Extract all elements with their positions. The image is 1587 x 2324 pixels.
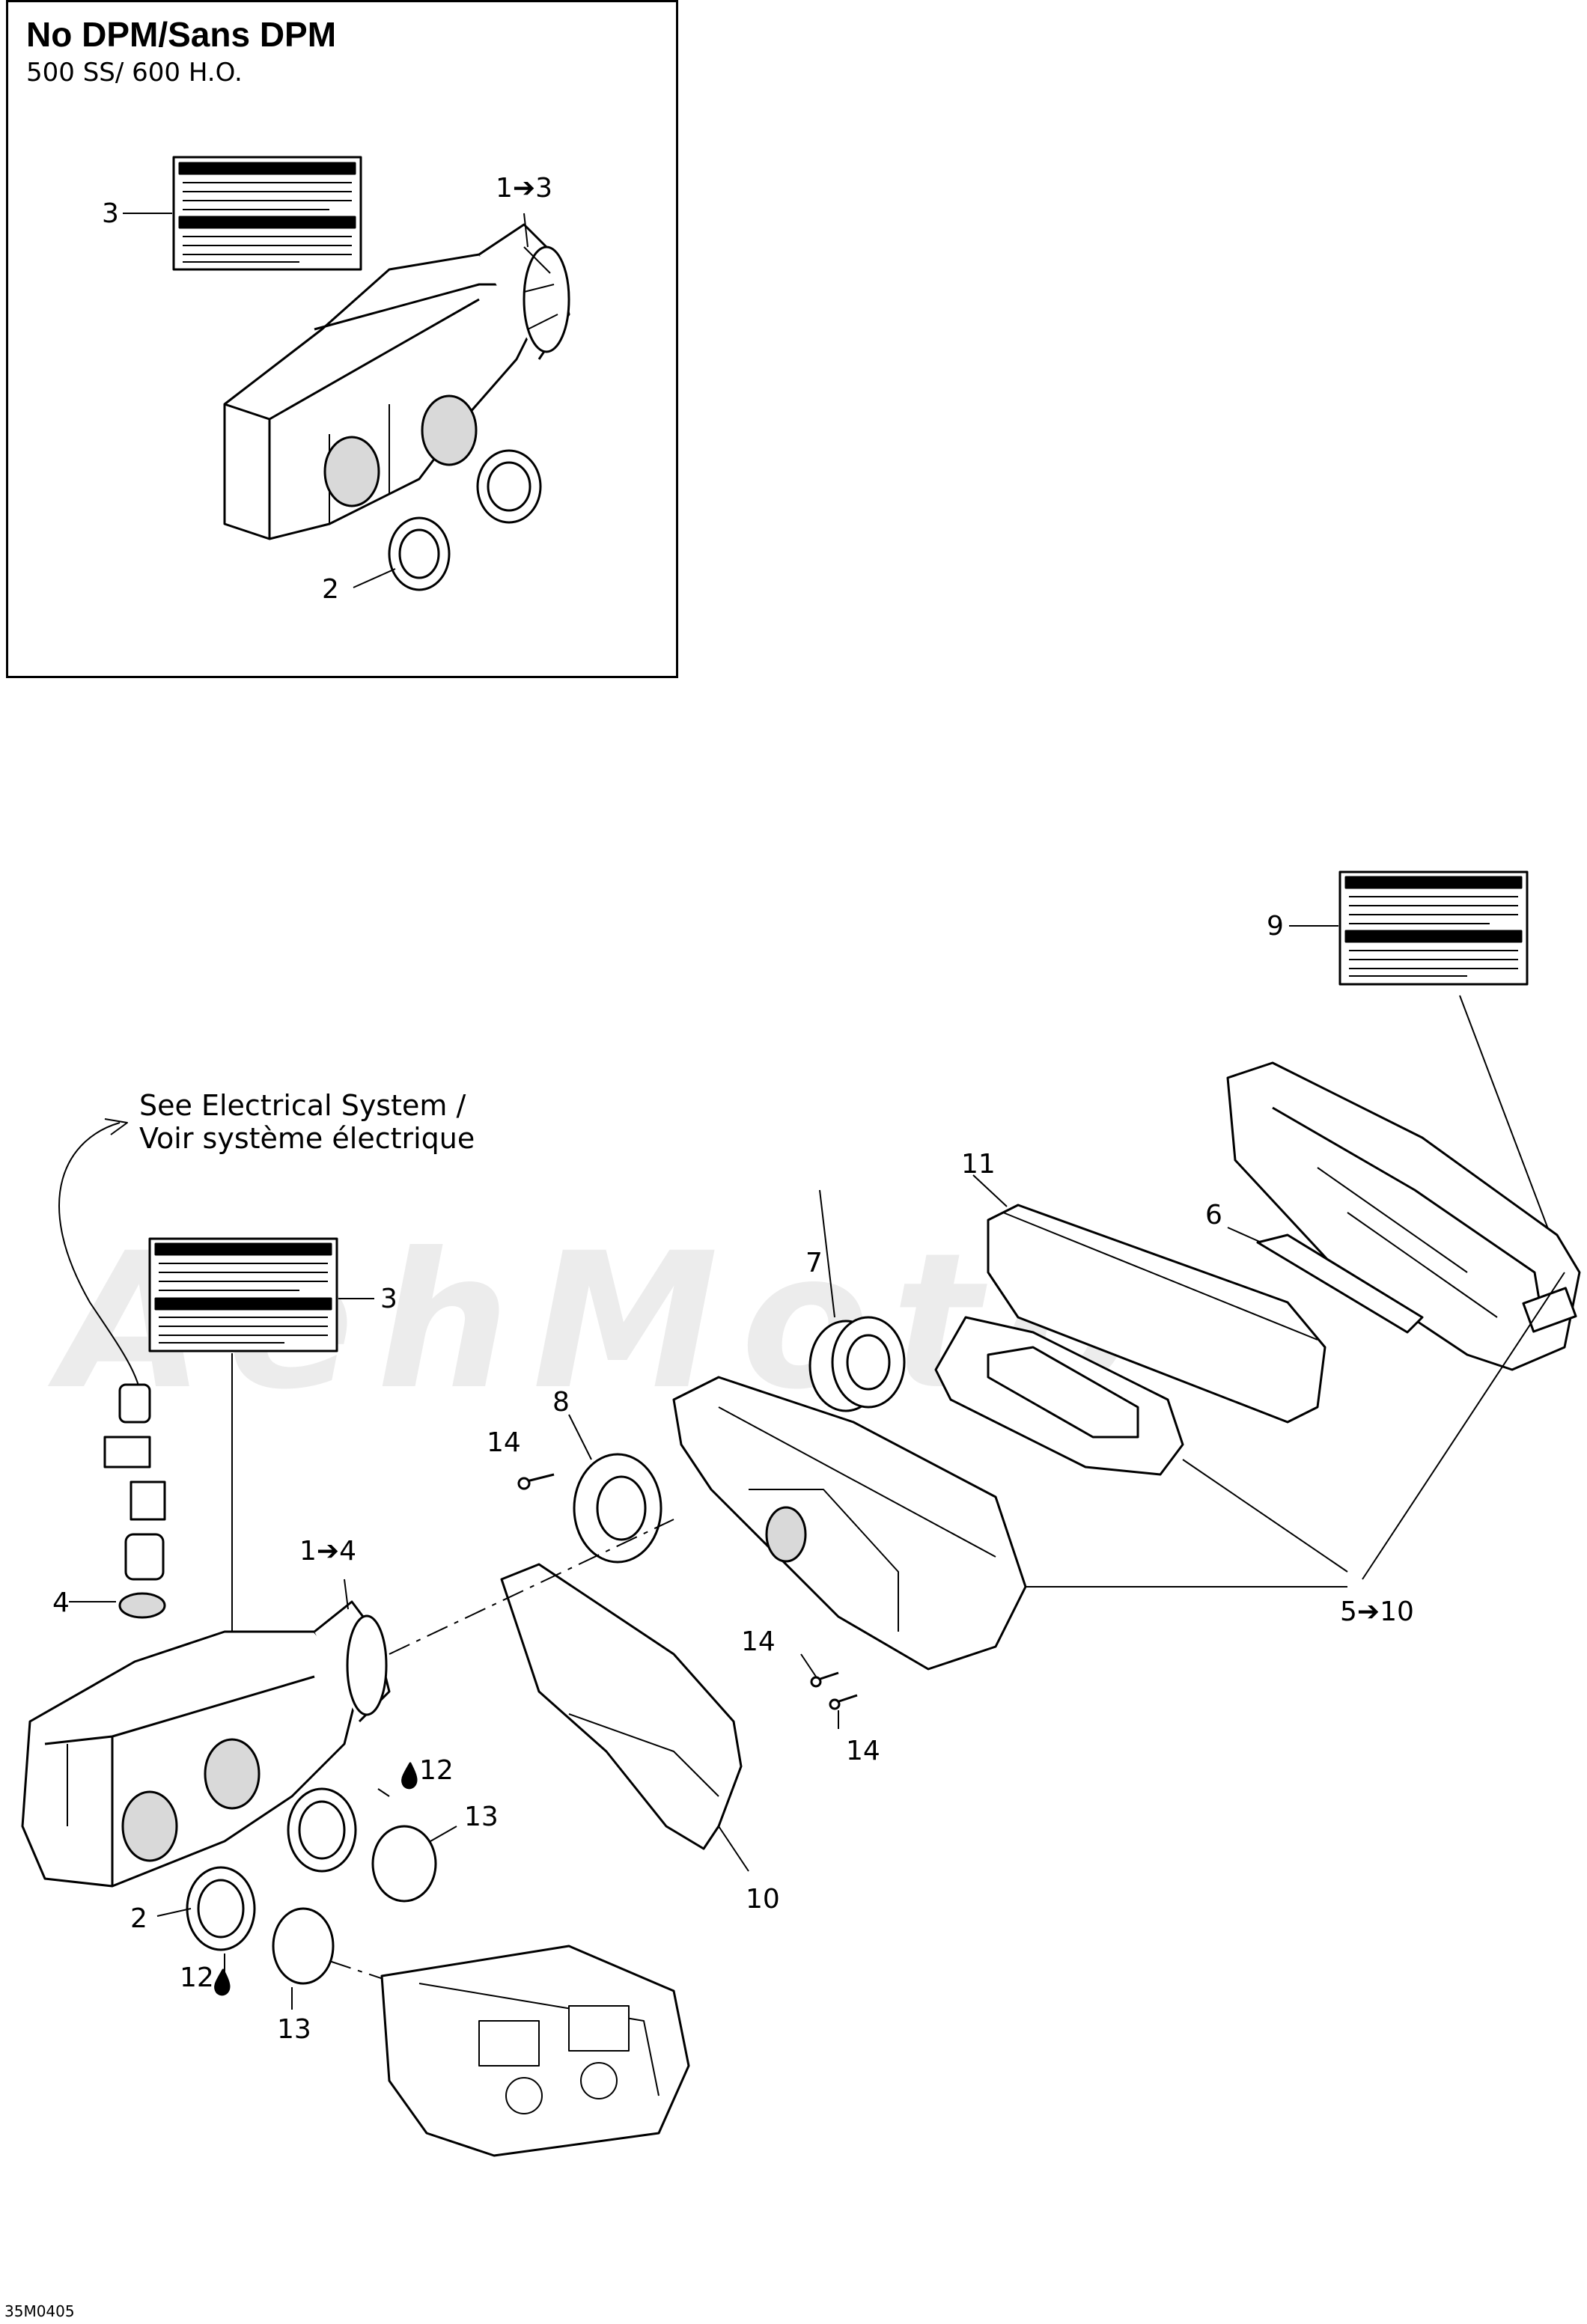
- callout-14-mid: 14: [741, 1626, 776, 1657]
- sleeves-and-clamps: [156, 1787, 457, 2010]
- callout-13-top: 13: [464, 1802, 499, 1832]
- callout-12-bottom: 12: [180, 1962, 214, 1993]
- diagram-code: 35M0405: [4, 2302, 75, 2320]
- leader-electrical: [58, 1122, 143, 1408]
- part-8-ring: [568, 1414, 662, 1564]
- caution-decal-9: [1289, 870, 1565, 1273]
- note-line-1: See Electrical System /: [139, 1089, 466, 1122]
- oil-drop-icon: [401, 1762, 418, 1790]
- callout-12-top: 12: [419, 1755, 454, 1786]
- silencer-cover: [1226, 1061, 1581, 1580]
- silencer-base: [672, 1376, 1347, 1671]
- inset-title: No DPM/Sans DPM: [26, 15, 337, 54]
- callout-11: 11: [961, 1149, 996, 1180]
- inset-sleeves: [353, 449, 542, 591]
- callout-4: 4: [52, 1588, 70, 1618]
- callout-14-right: 14: [846, 1736, 880, 1766]
- screws-14: [517, 1473, 858, 1729]
- part-7-cap: [808, 1189, 906, 1412]
- oil-drop-icon: [214, 1968, 231, 1996]
- electrical-system-note: See Electrical System / Voir système éle…: [139, 1089, 475, 1155]
- inset-callout-1to3: 1➔3: [496, 173, 552, 204]
- callout-5to10: 5➔10: [1340, 1596, 1414, 1627]
- part-6-strip: [1227, 1227, 1424, 1334]
- callout-2: 2: [130, 1903, 147, 1934]
- inset-caution-decal: [123, 156, 362, 271]
- sensor-assembly: [69, 1383, 166, 1619]
- callout-3: 3: [380, 1284, 397, 1314]
- part-11-foam: [972, 1174, 1326, 1424]
- arrow-icon: [104, 1118, 128, 1135]
- callout-8: 8: [552, 1387, 570, 1418]
- callout-14-left: 14: [487, 1427, 521, 1458]
- inset-panel: No DPM/Sans DPM 500 SS/ 600 H.O.: [6, 0, 678, 678]
- caution-decal-3: [148, 1237, 374, 1721]
- grill-plate: [934, 1316, 1348, 1573]
- inset-airbox: [223, 213, 570, 540]
- callout-1to4: 1➔4: [299, 1536, 356, 1567]
- callout-13-bottom: 13: [277, 2014, 311, 2045]
- callout-9: 9: [1267, 911, 1284, 942]
- callout-10: 10: [746, 1884, 780, 1915]
- note-line-2: Voir système électrique: [139, 1122, 475, 1155]
- inset-callout-2: 2: [322, 574, 339, 605]
- callout-7: 7: [805, 1248, 823, 1278]
- part-10-duct: [500, 1563, 749, 1872]
- inset-subtitle: 500 SS/ 600 H.O.: [26, 58, 243, 88]
- callout-6: 6: [1205, 1200, 1222, 1230]
- main-airbox: [21, 1519, 674, 1888]
- inset-callout-3: 3: [102, 198, 119, 229]
- engine-block: [380, 1945, 690, 2157]
